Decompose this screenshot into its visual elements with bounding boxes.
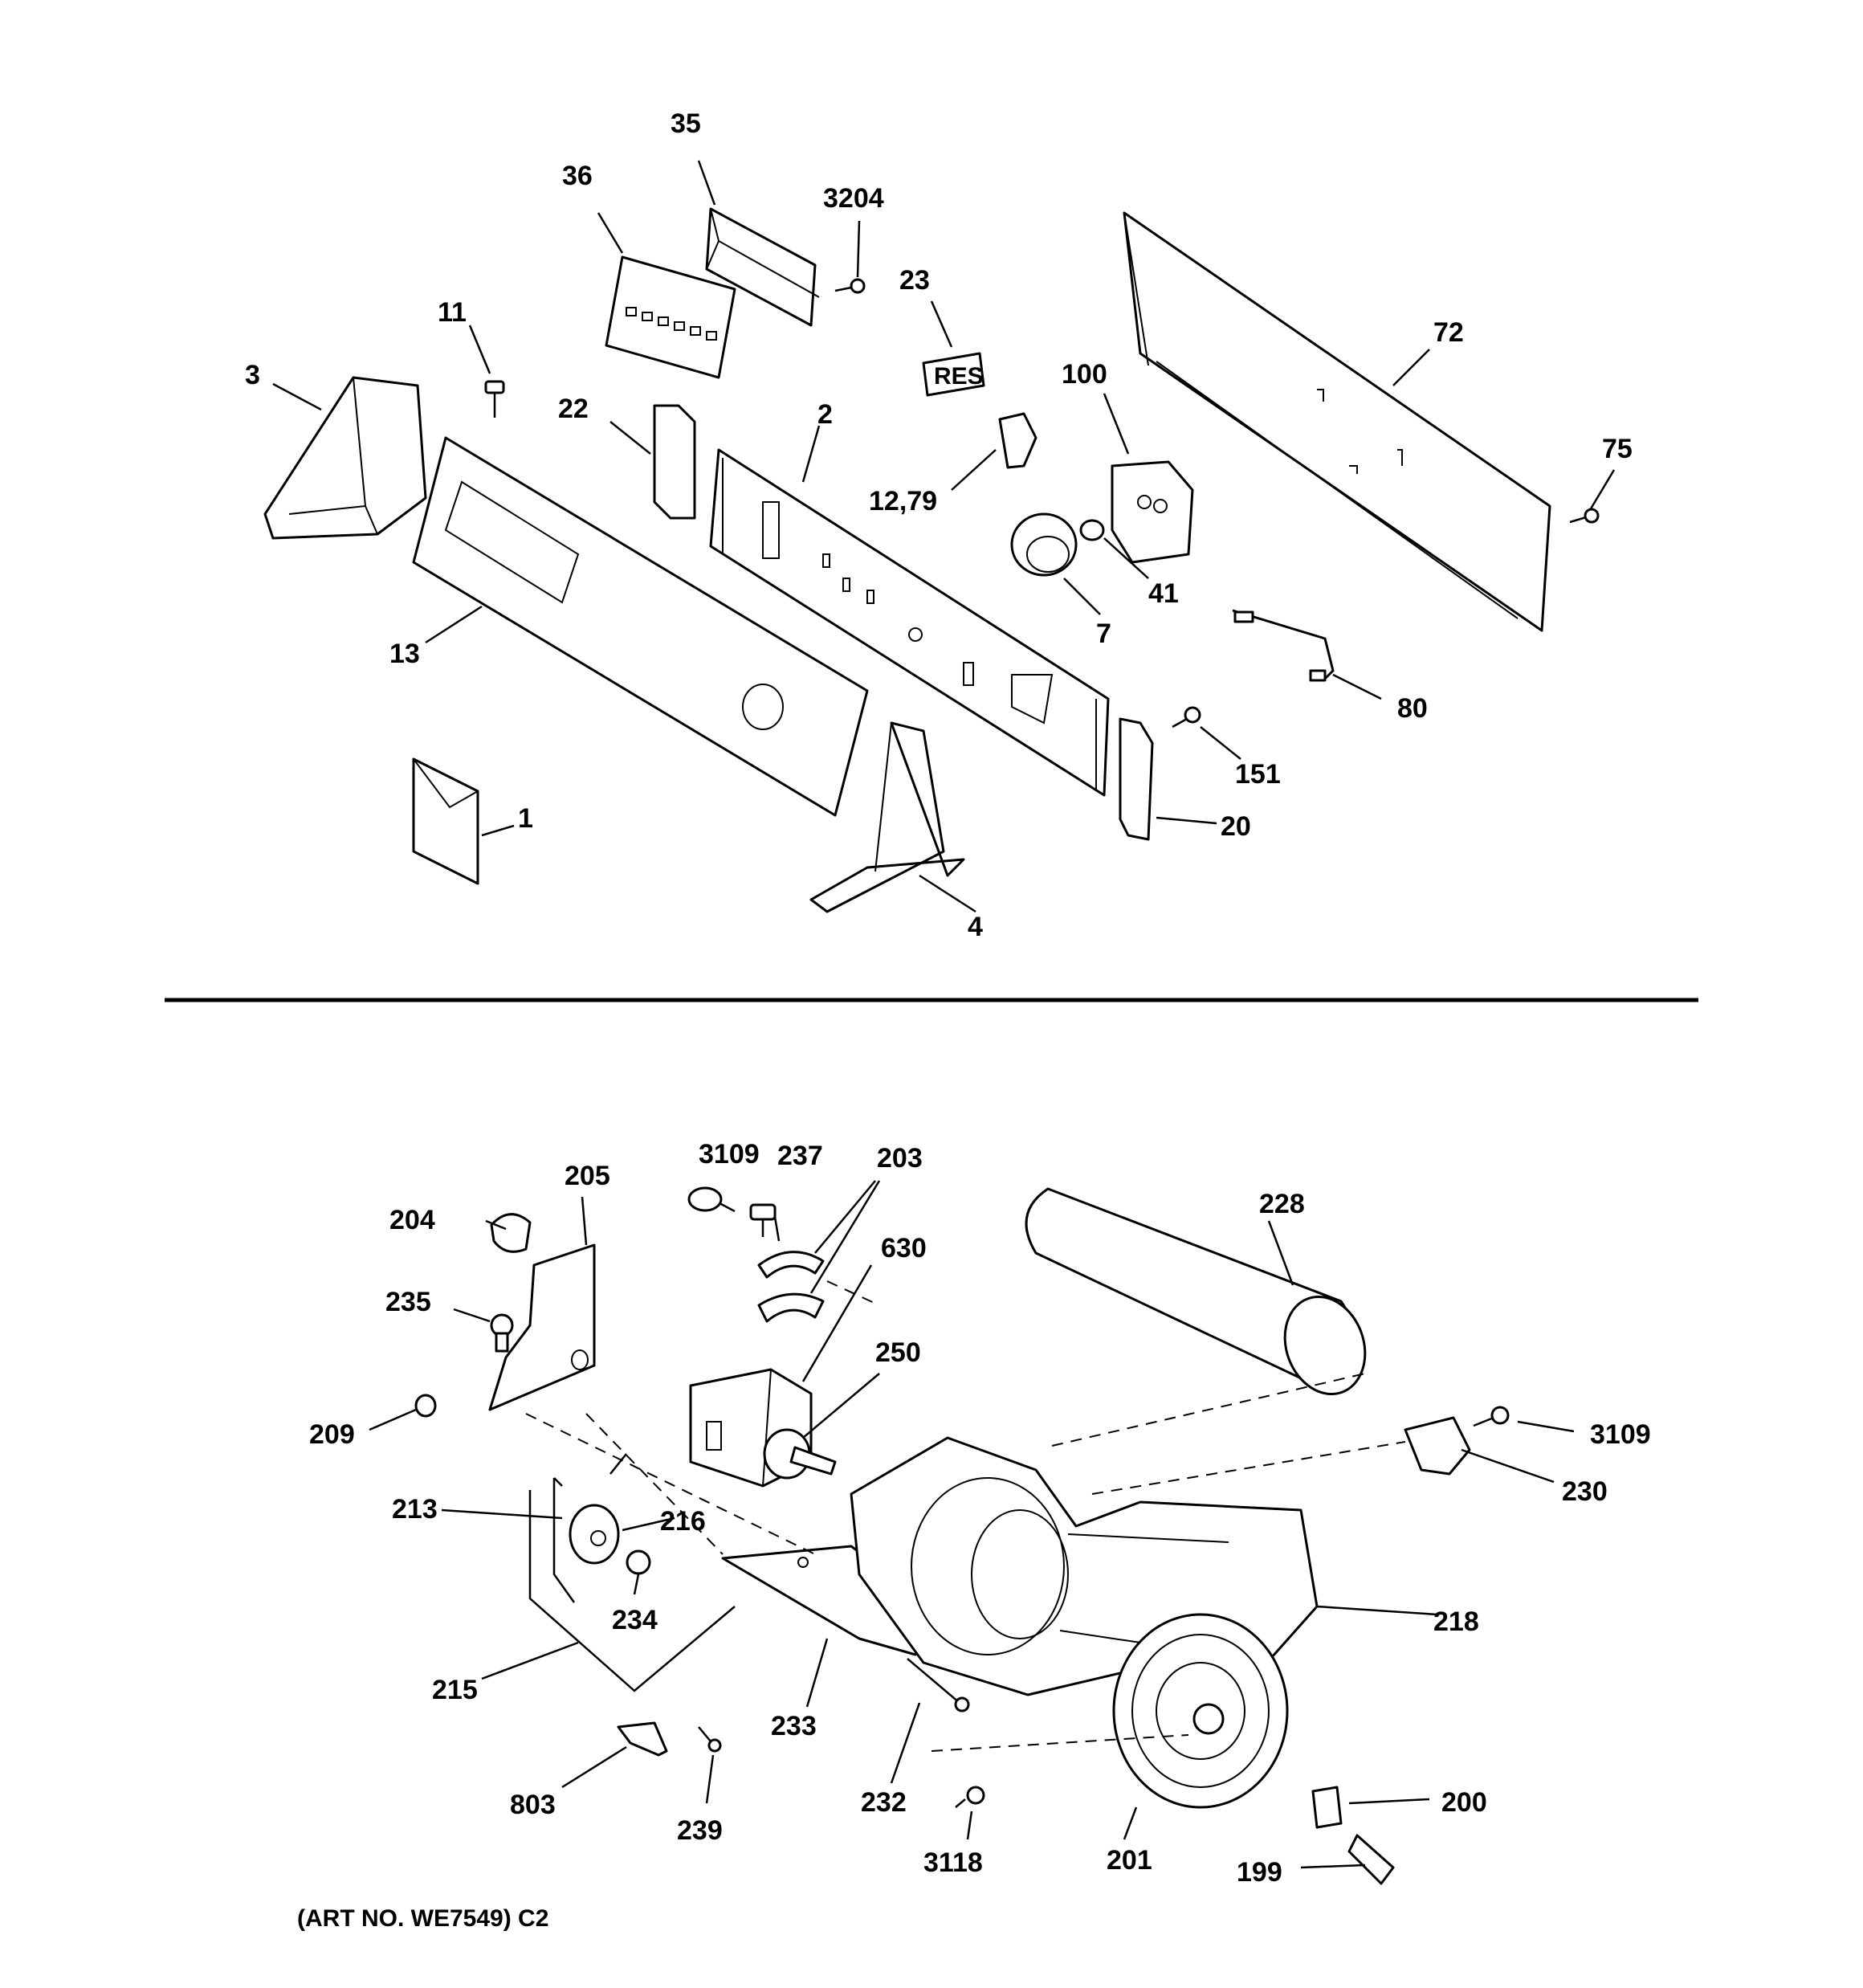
callout-233: 233 [771,1711,817,1741]
part-41-spacer [1079,519,1105,541]
callout-232: 232 [861,1787,907,1818]
part-215-rod [528,1490,736,1692]
part-234-nut [626,1549,651,1575]
part-13-front-panel [412,436,869,817]
callout-12-79: 12,79 [869,486,937,516]
callout-3: 3 [245,360,260,390]
part-204-clamp [490,1213,532,1253]
callout-234: 234 [612,1605,658,1635]
part-36-overlay [605,255,736,379]
part-11-screw [484,380,505,418]
callout-630: 630 [881,1233,927,1263]
part-22-bracket [653,404,696,520]
callout-3109-right: 3109 [1590,1419,1651,1450]
callout-199: 199 [1237,1857,1282,1888]
part-35-switch-bracket [705,207,820,327]
part-151-screw [1172,706,1201,729]
part-2-control-panel-frame [709,448,1110,797]
part-3204-screw [834,278,866,294]
part-3-left-endcap [263,376,427,540]
callout-250: 250 [875,1337,921,1368]
callout-237: 237 [777,1141,823,1171]
callout-35: 35 [671,108,701,139]
callout-803: 803 [510,1790,556,1820]
part-75-screw [1569,508,1600,524]
lower-drive-blower-assembly: 3109 237 203 205 204 228 630 235 250 209… [309,1139,1651,1888]
callout-11: 11 [438,297,467,328]
callout-41: 41 [1148,578,1179,609]
callout-200: 200 [1441,1787,1487,1818]
upper-callout-labels: 35 36 3204 23 72 11 3 22 2 100 75 12,79 … [245,108,1633,942]
upper-leader-lines [272,160,1616,913]
callout-20: 20 [1221,811,1251,842]
part-803-switch [617,1721,668,1757]
lower-leader-lines [369,1180,1575,1869]
part-205-bracket [488,1243,596,1411]
callout-1: 1 [518,803,533,834]
lower-alignment-lines [525,1373,1406,1752]
callout-215: 215 [432,1675,478,1705]
callout-209: 209 [309,1419,355,1450]
callout-213: 213 [392,1494,438,1525]
callout-100: 100 [1062,359,1107,390]
svg-text:RES: RES [934,363,984,390]
part-3109-screw-top [687,1186,736,1213]
callout-2: 2 [817,399,833,430]
callout-80: 80 [1397,693,1428,724]
part-228-duct [1025,1187,1367,1396]
callout-72: 72 [1433,317,1464,348]
callout-235: 235 [385,1287,431,1317]
callout-228: 228 [1259,1189,1305,1219]
part-200-clip [1311,1786,1343,1829]
callout-23: 23 [899,265,930,296]
callout-239: 239 [677,1815,723,1846]
callout-4: 4 [968,912,983,942]
part-209-nut [414,1394,437,1418]
part-630-line [826,1280,880,1306]
part-230-bracket [1404,1416,1471,1476]
part-20-bracket [1119,717,1154,841]
part-80-wire-harness [1232,609,1335,682]
part-3118-screw [955,1786,985,1808]
callout-3204: 3204 [823,183,884,214]
part-201-blower-wheel [1112,1613,1289,1809]
part-199-bolt [1347,1834,1395,1885]
part-4-right-endcap [809,721,965,913]
lower-callout-labels: 3109 237 203 205 204 228 630 235 250 209… [309,1139,1651,1888]
part-213-idler-arm [552,1453,627,1603]
part-235-bolt [490,1313,514,1353]
callout-204: 204 [389,1205,435,1235]
part-100-timer [1111,460,1194,564]
callout-75: 75 [1602,434,1633,464]
part-1-envelope [412,757,479,885]
upper-control-panel-assembly: RES [245,108,1633,942]
part-3109-screw-right [1473,1406,1510,1427]
art-number: (ART NO. WE7549) C2 [297,1905,548,1932]
callout-203: 203 [877,1143,923,1174]
callout-36: 36 [562,161,593,191]
part-239-screw [698,1726,722,1753]
callout-13: 13 [389,639,420,669]
callout-218: 218 [1433,1606,1479,1637]
callout-7: 7 [1096,618,1111,649]
part-237-screw [749,1203,777,1237]
part-232-rod-screw [907,1658,970,1712]
callout-216: 216 [660,1506,706,1537]
callout-201: 201 [1107,1845,1152,1876]
callout-22: 22 [558,394,589,424]
callout-205: 205 [565,1161,610,1191]
part-72-back-panel [1123,211,1551,632]
callout-230: 230 [1562,1476,1608,1507]
part-250-motor [689,1368,837,1488]
part-12-79-clip [998,412,1037,469]
part-23-module: RES [922,352,985,397]
part-216-idler-pulley [569,1504,620,1565]
callout-3118: 3118 [923,1847,983,1878]
callout-151: 151 [1235,759,1281,790]
part-203-clips [757,1251,825,1323]
part-7-knob [1010,512,1078,577]
callout-3109-top: 3109 [699,1139,760,1170]
